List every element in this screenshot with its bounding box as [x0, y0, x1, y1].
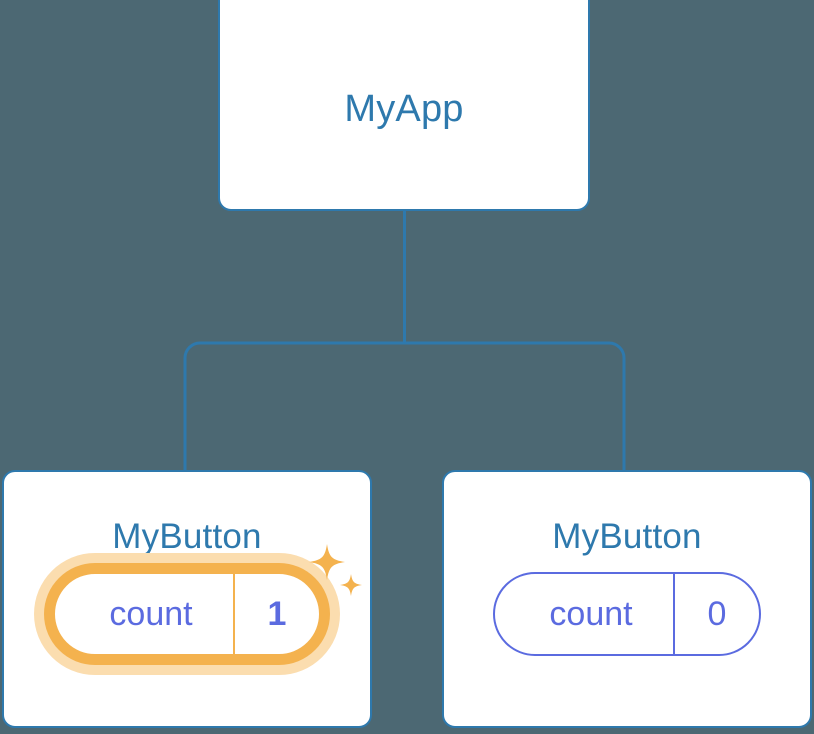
connector-branch-right — [404, 341, 626, 470]
node-title-mybutton-2: MyButton — [552, 517, 702, 556]
sparkle-small-icon — [340, 574, 362, 596]
node-title-mybutton-1: MyButton — [112, 517, 262, 556]
state-pill-body-2: count 0 — [493, 572, 761, 656]
state-value-1: 1 — [233, 574, 319, 654]
state-value-2: 0 — [673, 574, 759, 654]
state-pill-1[interactable]: count 1 — [53, 544, 362, 656]
node-card-myapp[interactable]: MyApp — [218, 0, 590, 211]
state-key-1: count — [109, 594, 193, 633]
state-pill-2[interactable]: count 0 — [493, 572, 761, 656]
node-card-mybutton-1[interactable]: MyButton count 1 — [2, 470, 372, 728]
node-title-myapp: MyApp — [344, 88, 464, 130]
node-card-mybutton-2[interactable]: MyButton count 0 — [442, 470, 812, 728]
state-key-2: count — [549, 594, 633, 633]
connector-branch-left — [183, 341, 405, 470]
state-pill-body-1: count 1 — [53, 572, 321, 656]
